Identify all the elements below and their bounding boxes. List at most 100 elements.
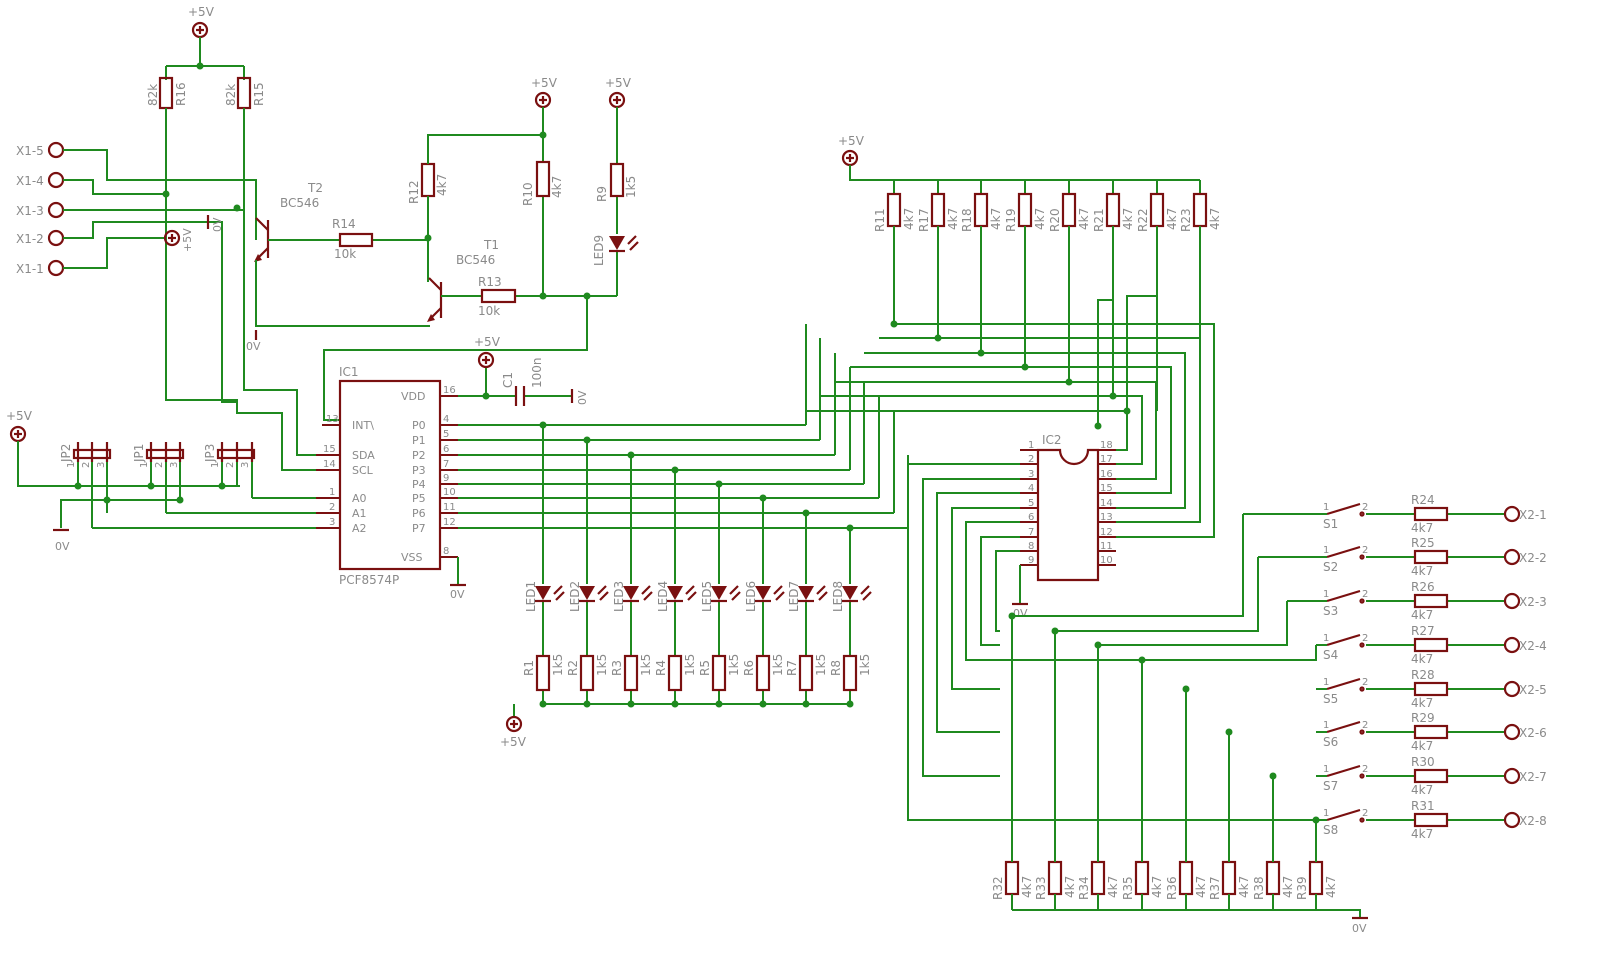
led-arrow (773, 585, 783, 595)
wire (850, 366, 1172, 494)
switch-pin: 1 (1323, 808, 1329, 819)
led-5 (711, 586, 727, 600)
ic1-pinnum: 10 (443, 487, 456, 498)
connector-x2-5 (1503, 680, 1521, 698)
x2-label: X2-1 (1519, 508, 1547, 522)
resistor-pullup-1 (886, 192, 902, 228)
bottom-res-name: R36 (1165, 876, 1179, 900)
r15-value: 82k (224, 84, 238, 106)
junction (1065, 378, 1073, 386)
supply-label: +5V (188, 5, 215, 19)
resistor-bottom-6 (1221, 860, 1237, 896)
ic1-pin-p0: P0 (412, 419, 426, 432)
led-name: LED7 (787, 581, 801, 612)
ic2-pinnum: 13 (1100, 512, 1113, 523)
pullup-name: R20 (1048, 208, 1062, 232)
junction (890, 320, 898, 328)
led-arrow (643, 591, 653, 601)
led-arrow (729, 585, 739, 595)
ic2-pinnum: 7 (1028, 527, 1034, 538)
ic1-pinnum: 1 (329, 487, 335, 498)
supply-symbol (9, 425, 27, 443)
x2-label: X2-4 (1519, 639, 1547, 653)
pullup-name: R11 (873, 208, 887, 232)
connector-x2-7 (1503, 767, 1521, 785)
sw-res-name: R25 (1411, 536, 1435, 550)
t1-type: BC546 (456, 253, 495, 267)
switch-contact (1359, 817, 1365, 823)
bottom-res-name: R38 (1252, 876, 1266, 900)
resistor-pullup-2 (930, 192, 946, 228)
junction (1225, 728, 1233, 736)
led-res-name: R6 (742, 660, 756, 676)
ic2-pinnum: 9 (1028, 555, 1034, 566)
ic1-body (338, 379, 442, 571)
pullup-value: 4k7 (1121, 208, 1135, 230)
resistor-led-4 (667, 654, 683, 692)
connector-x2-1 (1503, 505, 1521, 523)
r10-name: R10 (521, 182, 535, 206)
ic1-pinnum: 7 (443, 459, 449, 470)
switch-name: S6 (1323, 735, 1338, 749)
resistor-pullup-6 (1105, 192, 1121, 228)
resistor-bottom-5 (1178, 860, 1194, 896)
switch-1 (1326, 502, 1361, 516)
ic1-pinnum: 4 (443, 414, 449, 425)
wire (951, 507, 1020, 690)
led-name: LED4 (656, 581, 670, 612)
r16-name: R16 (174, 82, 188, 106)
resistor-pullup-5 (1061, 192, 1077, 228)
led-1 (535, 586, 551, 600)
resistor-bottom-3 (1090, 860, 1106, 896)
x2-label: X2-8 (1519, 814, 1547, 828)
resistor-led-2 (579, 654, 595, 692)
ic1-pinnum: 16 (443, 385, 456, 396)
sw-res-value: 4k7 (1411, 564, 1433, 578)
x1-1-label: X1-1 (16, 262, 44, 276)
led-res-value: 1k5 (595, 654, 609, 676)
ic1-pinnum: 3 (329, 517, 335, 528)
ground-label: 0V (1013, 607, 1028, 620)
led-name: LED3 (612, 581, 626, 612)
led-res-value: 1k5 (551, 654, 565, 676)
sw-res-name: R31 (1411, 799, 1435, 813)
x2-label: X2-5 (1519, 683, 1547, 697)
led-arrow (816, 585, 826, 595)
led-arrow (862, 591, 872, 601)
wire (995, 550, 1020, 632)
x2-label: X2-3 (1519, 595, 1547, 609)
sw-res-name: R28 (1411, 668, 1435, 682)
supply-label: +5V (500, 735, 527, 749)
sw-res-value: 4k7 (1411, 608, 1433, 622)
switch-pin: 1 (1323, 502, 1329, 513)
ic1-pin-p3: P3 (412, 464, 426, 477)
switch-4 (1326, 633, 1361, 647)
switch-name: S8 (1323, 823, 1338, 837)
jp-pin: 1 (66, 462, 77, 468)
switch-pin: 1 (1323, 677, 1329, 688)
led-arrow (555, 591, 565, 601)
led-res-name: R5 (698, 660, 712, 676)
ic1-pinnum: 11 (443, 502, 456, 513)
resistor-pullup-4 (1017, 192, 1033, 228)
ic1-pinnum: 8 (443, 546, 449, 557)
ic2-pinnum: 8 (1028, 541, 1034, 552)
ic1-pinnum: 14 (323, 459, 336, 470)
ic2-pinnum: 4 (1028, 483, 1034, 494)
capacitor-c1 (514, 386, 526, 406)
x1-2-label: X1-2 (16, 232, 44, 246)
r9-value: 1k5 (624, 176, 638, 198)
pullup-value: 4k7 (946, 208, 960, 230)
switch-2 (1326, 545, 1361, 559)
led-arrow (641, 585, 651, 595)
led-res-value: 1k5 (683, 654, 697, 676)
switch-7 (1326, 764, 1361, 778)
junction (934, 334, 942, 342)
ic1-pin-p2: P2 (412, 449, 426, 462)
jp-pin: 1 (139, 462, 150, 468)
pullup-name: R23 (1179, 208, 1193, 232)
led-arrow (860, 585, 870, 595)
switch-6 (1326, 720, 1361, 734)
pullup-name: R17 (917, 208, 931, 232)
supply-label: +5V (605, 76, 632, 90)
